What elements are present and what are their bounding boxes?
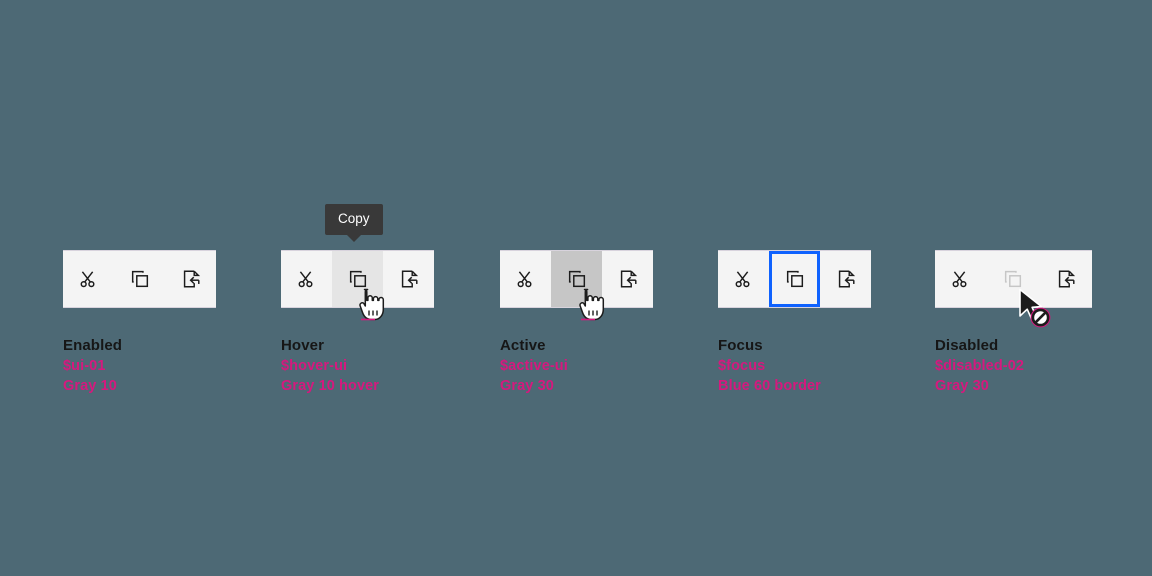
paste-file-icon <box>838 270 855 288</box>
caption-title: Disabled <box>935 337 999 354</box>
copy-tooltip: Copy <box>325 204 383 241</box>
caption-enabled: Enabled $ui-01 Gray 10 <box>63 336 216 396</box>
copy-icon <box>786 270 803 288</box>
caption-title: Hover <box>281 337 325 354</box>
paste-button[interactable] <box>1040 251 1092 307</box>
caption-token: $ui-01 <box>63 358 106 375</box>
cut-button[interactable] <box>718 251 769 307</box>
specimen-focus: Focus $focus Blue 60 border <box>718 250 871 396</box>
specimen-disabled: Disabled $disabled-02 Gray 30 <box>935 250 1092 396</box>
paste-file-icon <box>401 270 418 288</box>
copy-icon <box>349 270 366 288</box>
cut-button[interactable] <box>500 251 551 307</box>
caption-title: Active <box>500 337 546 354</box>
scissors-icon <box>735 271 749 288</box>
caption-token: $active-ui <box>500 358 568 375</box>
caption-token: $focus <box>718 358 766 375</box>
copy-icon <box>1005 270 1022 288</box>
scissors-icon <box>517 271 531 288</box>
copy-icon <box>131 270 148 288</box>
paste-button[interactable] <box>820 251 871 307</box>
button-group-focus[interactable] <box>718 250 871 308</box>
paste-button[interactable] <box>602 251 653 307</box>
paste-file-icon <box>183 270 200 288</box>
specimen-active: Active $active-ui Gray 30 <box>500 250 653 396</box>
caption-disabled: Disabled $disabled-02 Gray 30 <box>935 336 1092 396</box>
button-group-enabled[interactable] <box>63 250 216 308</box>
copy-button[interactable] <box>332 251 383 307</box>
paste-file-icon <box>620 270 637 288</box>
copy-icon <box>568 270 585 288</box>
caption-focus: Focus $focus Blue 60 border <box>718 336 871 396</box>
specimen-hover: Copy <box>281 204 434 396</box>
button-group-disabled[interactable] <box>935 250 1092 308</box>
button-state-specimen-row: Enabled $ui-01 Gray 10 Copy <box>0 204 1152 460</box>
paste-file-icon <box>1058 270 1075 288</box>
caption-token: $hover-ui <box>281 358 348 375</box>
scissors-icon <box>298 271 312 288</box>
copy-button[interactable] <box>551 251 602 307</box>
caption-title: Focus <box>718 337 763 354</box>
caption-token: $disabled-02 <box>935 358 1025 375</box>
scissors-icon <box>952 271 967 288</box>
caption-note: Gray 30 <box>935 378 989 395</box>
specimen-enabled: Enabled $ui-01 Gray 10 <box>63 250 216 396</box>
caption-title: Enabled <box>63 337 123 354</box>
caption-hover: Hover $hover-ui Gray 10 hover <box>281 336 434 396</box>
caption-note: Gray 10 <box>63 378 117 395</box>
scissors-icon <box>80 271 94 288</box>
copy-button[interactable] <box>769 251 820 307</box>
caption-note: Gray 10 hover <box>281 378 380 395</box>
copy-button[interactable] <box>114 251 165 307</box>
button-group-active[interactable] <box>500 250 653 308</box>
cut-button[interactable] <box>281 251 332 307</box>
cut-button[interactable] <box>935 251 987 307</box>
button-group-hover[interactable]: Copy <box>281 204 434 308</box>
paste-button[interactable] <box>165 251 216 307</box>
cut-button[interactable] <box>63 251 114 307</box>
caption-note: Blue 60 border <box>718 378 821 395</box>
caption-active: Active $active-ui Gray 30 <box>500 336 653 396</box>
paste-button[interactable] <box>383 251 434 307</box>
caption-note: Gray 30 <box>500 378 554 395</box>
copy-button <box>987 251 1039 307</box>
